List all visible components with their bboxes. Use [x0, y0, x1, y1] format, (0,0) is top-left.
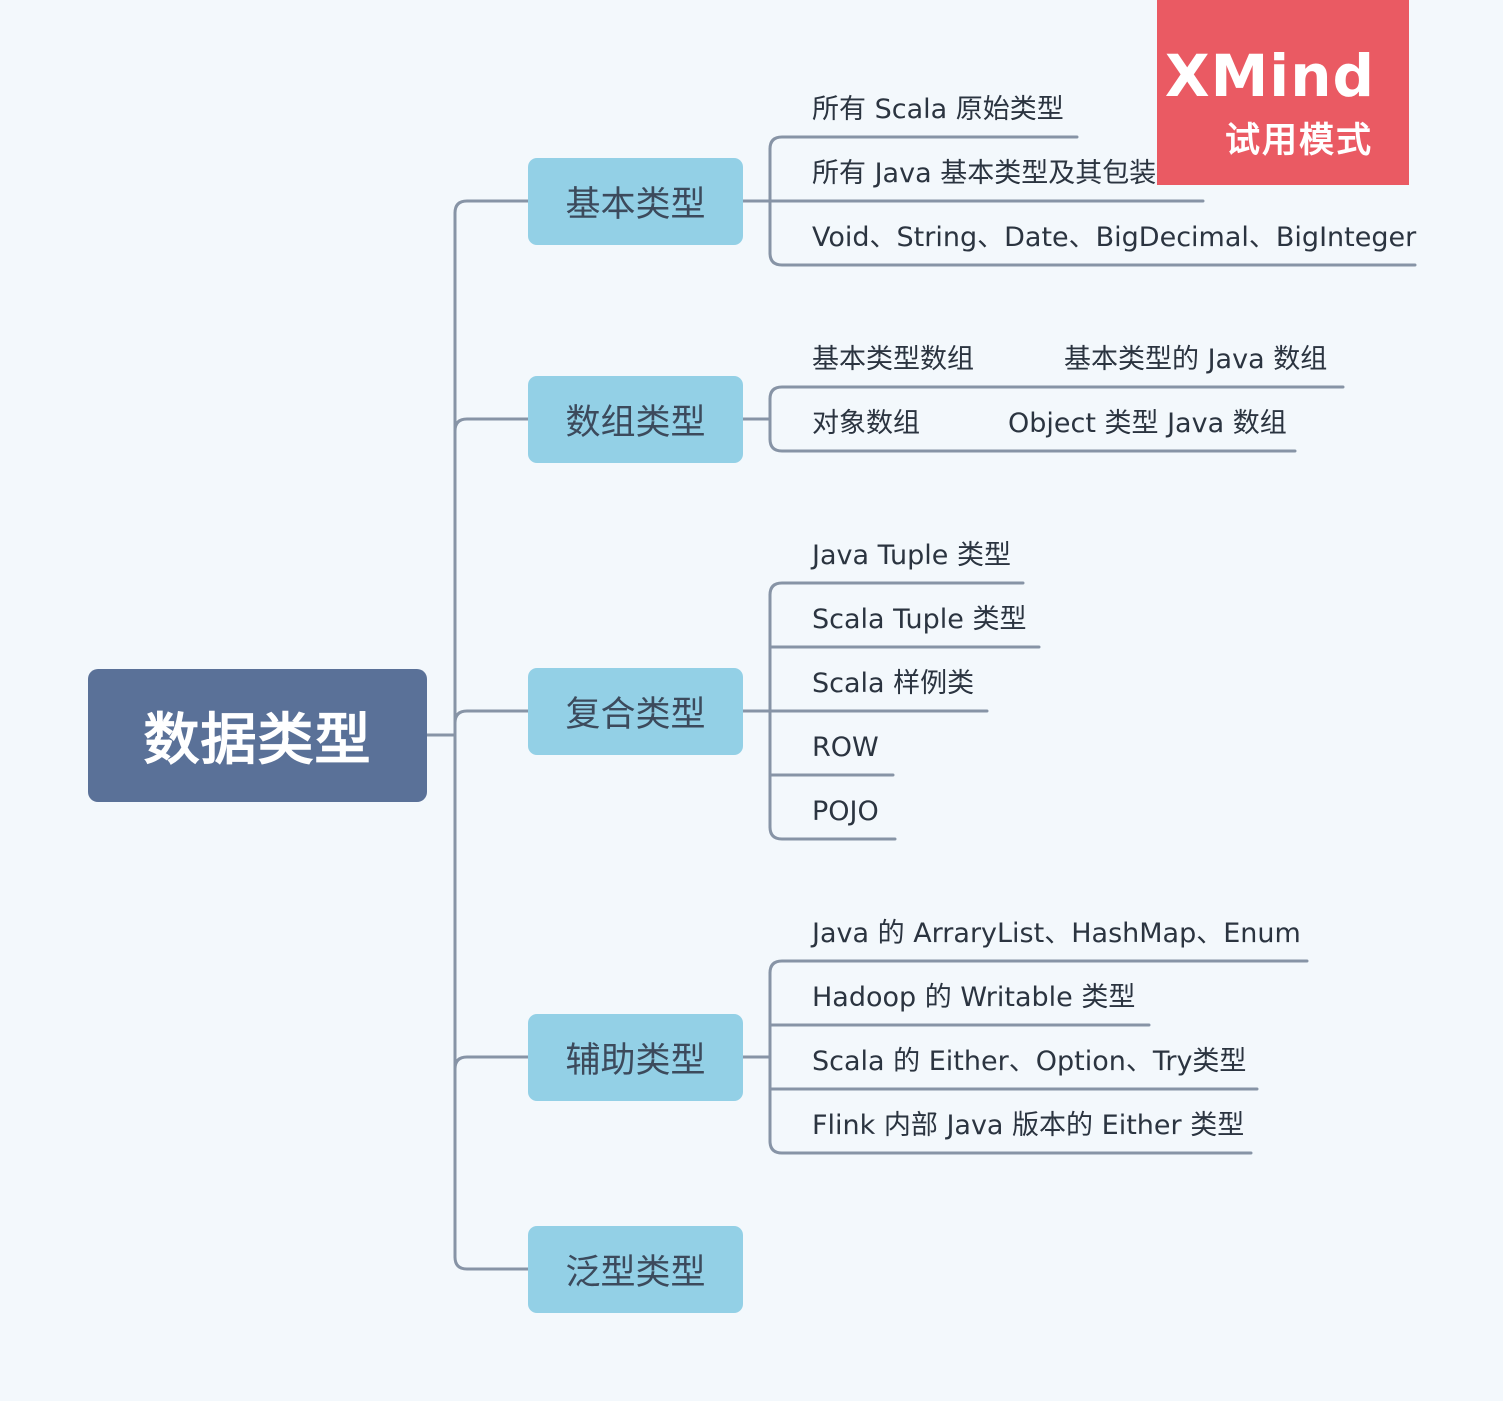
branch-line-3 — [453, 1055, 530, 1071]
branch-line-2 — [453, 709, 530, 725]
subtopic-scala-case-class[interactable]: Scala 样例类 — [812, 668, 975, 699]
leaf-underline-0-2 — [768, 251, 1417, 267]
topic-generic-types[interactable]: 泛型类型 — [528, 1226, 743, 1313]
subtopic-scala-tuple[interactable]: Scala Tuple 类型 — [812, 604, 1027, 635]
subtopic-hadoop-writable[interactable]: Hadoop 的 Writable 类型 — [812, 982, 1136, 1013]
branch-line-1 — [453, 417, 530, 433]
trial-watermark: XMind 试用模式 — [1157, 0, 1409, 185]
leaf-underline-0-0 — [768, 135, 1079, 151]
subtopic-java-collections[interactable]: Java 的 ArraryList、HashMap、Enum — [812, 918, 1301, 949]
topic-auxiliary-types[interactable]: 辅助类型 — [528, 1014, 743, 1101]
leaf-underline-2-4 — [768, 825, 897, 841]
trial-mode-label: 试用模式 — [1224, 121, 1373, 161]
leaf-underline-1-0 — [768, 385, 997, 401]
subtopic-row[interactable]: ROW — [812, 732, 879, 763]
subtopic-primitive-array-desc[interactable]: 基本类型的 Java 数组 — [1064, 344, 1328, 375]
topic-basic-types[interactable]: 基本类型 — [528, 158, 743, 245]
xmind-logo: XMind — [1164, 42, 1375, 110]
topic-array-types[interactable]: 数组类型 — [528, 376, 743, 463]
subtopic-object-array-desc[interactable]: Object 类型 Java 数组 — [1008, 408, 1287, 439]
subtopic-pojo[interactable]: POJO — [812, 796, 879, 827]
leaf-underline-3-0 — [768, 959, 1309, 975]
branch-line-basic — [453, 199, 530, 215]
subtopic-java-primitive[interactable]: 所有 Java 基本类型及其包装类 — [812, 158, 1184, 189]
root-topic[interactable]: 数据类型 — [88, 669, 427, 802]
subtopic-primitive-array[interactable]: 基本类型数组 — [812, 344, 974, 375]
leaf-underline-1-1 — [768, 437, 940, 453]
subtopic-common-types[interactable]: Void、String、Date、BigDecimal、BigInteger — [812, 222, 1417, 253]
subtopic-object-array[interactable]: 对象数组 — [812, 408, 920, 439]
subtopic-scala-either[interactable]: Scala 的 Either、Option、Try类型 — [812, 1046, 1247, 1077]
subtopic-flink-either[interactable]: Flink 内部 Java 版本的 Either 类型 — [812, 1110, 1245, 1141]
branch-line-generic — [453, 1255, 530, 1271]
topic-composite-types[interactable]: 复合类型 — [528, 668, 743, 755]
subtopic-java-tuple[interactable]: Java Tuple 类型 — [812, 540, 1011, 571]
subtopic-scala-primitive[interactable]: 所有 Scala 原始类型 — [812, 94, 1064, 125]
leaf-underline-2-0 — [768, 581, 1025, 597]
leaf-underline-3-3 — [768, 1139, 1253, 1155]
